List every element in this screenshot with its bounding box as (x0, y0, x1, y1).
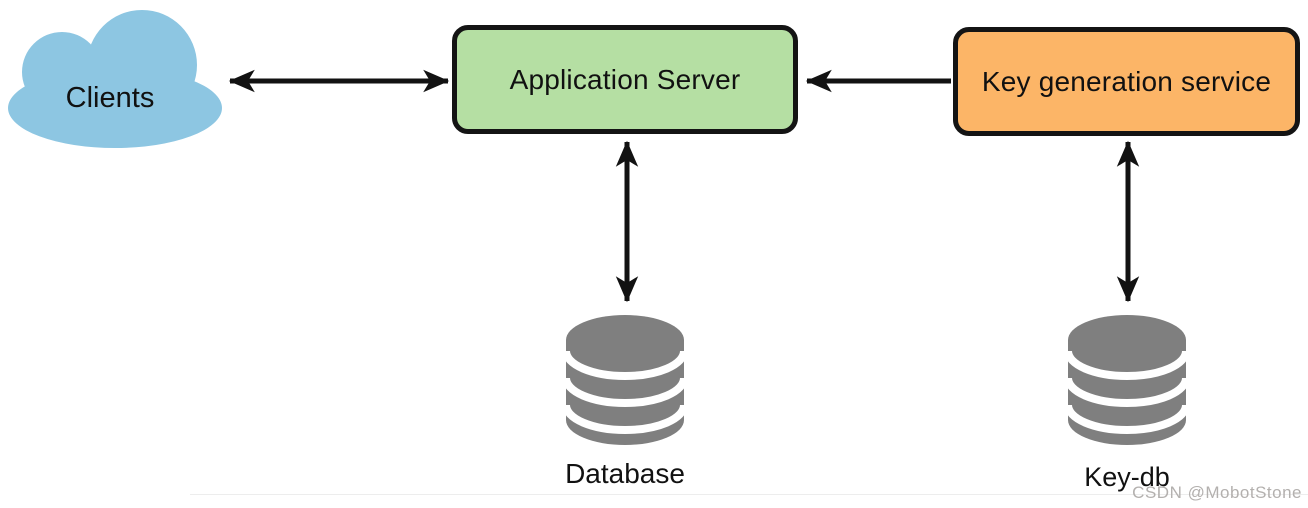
clients-cloud-shape (8, 10, 222, 148)
key-generation-service-label: Key generation service (981, 65, 1272, 97)
keydb-label: Key-db (1084, 462, 1170, 492)
csdn-watermark: CSDN @MobotStone (1132, 483, 1302, 502)
application-server-node: Application Server (452, 25, 798, 134)
keydb-cylinder-icon (1064, 315, 1190, 445)
database-label: Database (565, 458, 685, 489)
application-server-label: Application Server (509, 63, 741, 95)
clients-node-label: Clients (65, 82, 155, 114)
database-cylinder-icon (562, 315, 688, 445)
key-generation-service-node: Key generation service (953, 27, 1300, 136)
bottom-divider-line (190, 494, 1308, 495)
